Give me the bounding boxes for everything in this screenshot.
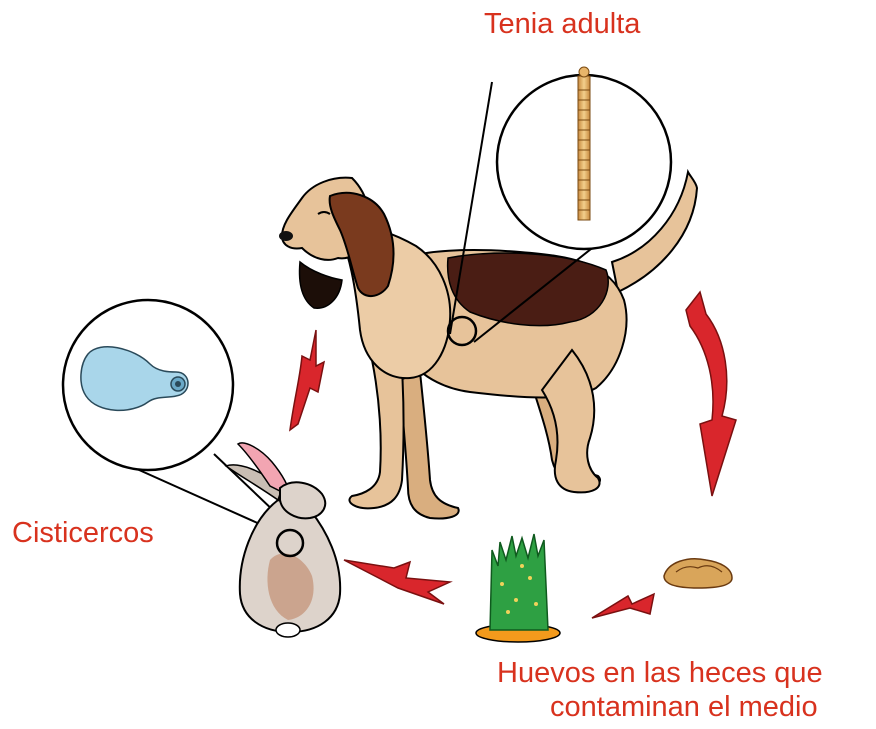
- arrow-rabbit-to-dog: [289, 329, 326, 432]
- grass-patch: [475, 533, 561, 643]
- cysticercus-scolex-inner: [175, 381, 181, 387]
- dog-eye: [317, 211, 331, 215]
- arrow-grass-to-rabbit: [343, 559, 453, 605]
- rabbit-focus-circle: [275, 528, 305, 558]
- rabbit-illustration: [224, 442, 342, 638]
- dog-hind-leg-near: [540, 348, 601, 494]
- rabbit-flank: [267, 553, 314, 620]
- tapeworm-magnifier-line: [449, 81, 493, 335]
- dog-nose: [279, 231, 293, 241]
- dog-illustration: [279, 168, 699, 520]
- dog-ear: [328, 191, 395, 297]
- rabbit-head: [279, 481, 327, 520]
- dog-saddle: [446, 252, 609, 327]
- tapeworm-scolex: [578, 66, 590, 78]
- tapeworm-strobila: [577, 75, 591, 221]
- feces-pile: [663, 558, 733, 589]
- arrow-feces-to-grass: [591, 592, 656, 619]
- dog-tail: [610, 168, 699, 294]
- adult-tapeworm-label: Tenia adulta: [484, 8, 641, 40]
- cysticercus-cyst: [80, 346, 189, 412]
- grass-blades: [489, 533, 549, 631]
- dog-front-leg-near: [348, 358, 405, 510]
- arrow-dog-to-feces: [685, 290, 737, 497]
- feces-detail: [675, 565, 723, 573]
- rabbit-tail: [275, 622, 301, 638]
- dog-gut-focus-circle: [446, 315, 478, 347]
- eggs-label-line2: contaminan el medio: [550, 691, 818, 723]
- dog-front-leg-far: [398, 370, 460, 520]
- cycle-arrows: [289, 290, 737, 619]
- cyst-magnifier: [61, 298, 299, 535]
- cysticerci-label: Cisticercos: [12, 517, 154, 549]
- dog-jowl: [298, 260, 343, 309]
- tapeworm-magnifier: [446, 66, 673, 347]
- eggs-label-line1: Huevos en las heces que: [497, 657, 823, 689]
